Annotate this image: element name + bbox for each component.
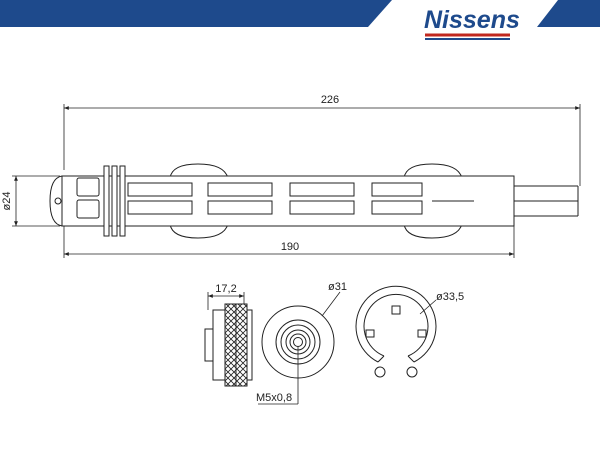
dimension-thread <box>258 346 299 405</box>
dimension-ring-diameter <box>419 299 437 315</box>
drier-side-view <box>49 163 579 239</box>
dimension-body-diameter <box>12 175 60 227</box>
brand-name: Nissens <box>424 6 520 34</box>
end-diameter-label: ø31 <box>328 281 347 293</box>
end-width-label: 17,2 <box>215 283 236 295</box>
dimension-end-diameter <box>321 291 341 317</box>
body-diameter-label: ø24 <box>1 192 13 211</box>
body-length-label: 190 <box>281 241 299 253</box>
dimension-overall-length <box>63 104 581 186</box>
end-section-view <box>204 303 253 387</box>
dimension-end-width <box>207 292 245 310</box>
nissens-logo: Nissens <box>424 6 520 40</box>
header-banner-left <box>0 0 392 27</box>
overall-length-label: 226 <box>321 94 339 106</box>
ring-diameter-label: ø33,5 <box>436 291 464 303</box>
thread-label: M5x0,8 <box>256 392 292 404</box>
header-banner-right <box>537 0 600 27</box>
dimension-body-length <box>63 226 515 258</box>
retaining-ring-view <box>355 285 437 378</box>
